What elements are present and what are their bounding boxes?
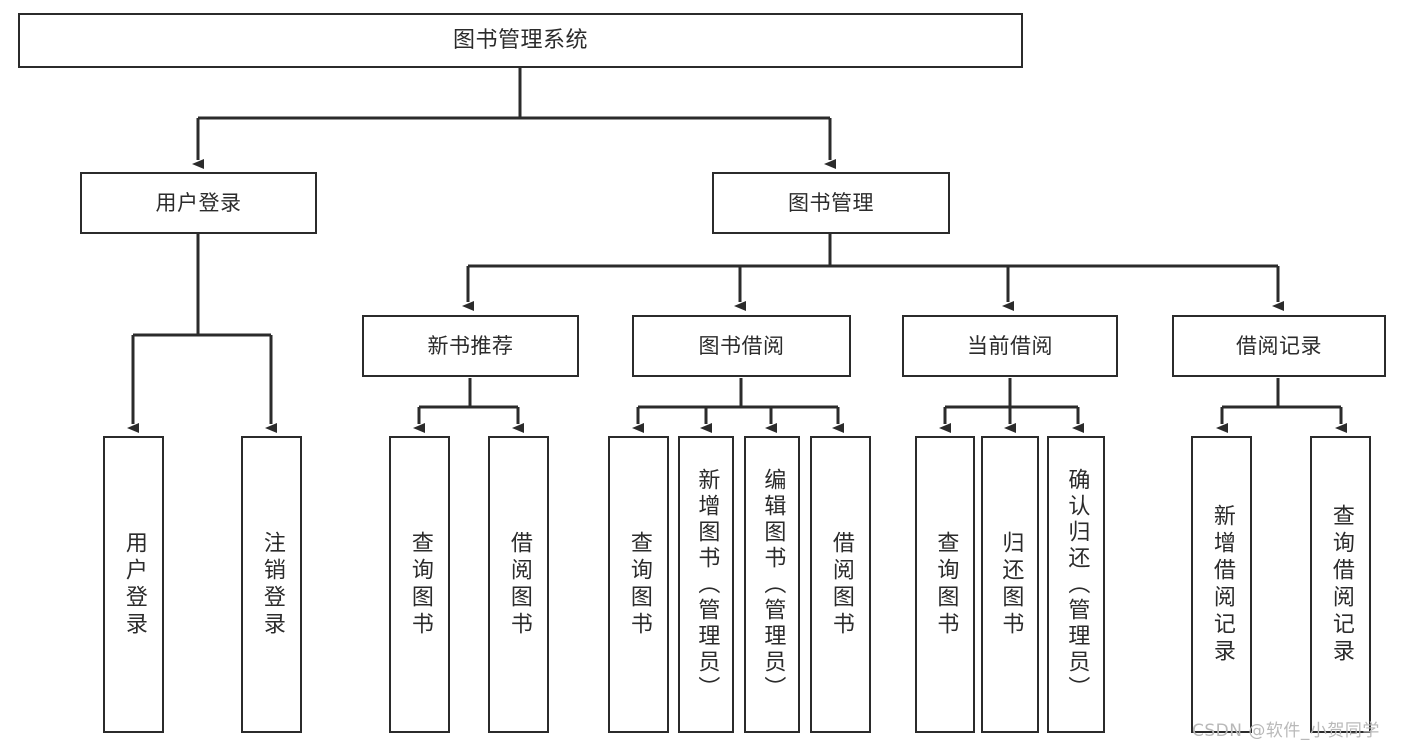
node-label: 当前借阅 — [967, 333, 1053, 358]
node-label: 新书推荐 — [427, 333, 514, 358]
node-label: 图书借阅 — [698, 333, 785, 358]
node-label: 新增借阅记录 — [1209, 503, 1235, 666]
node-label: 查询借阅记录 — [1328, 503, 1354, 666]
node-leaf-edit-book-admin[interactable]: 编辑图书（管理员） — [744, 436, 800, 733]
node-label: 新增图书（管理员） — [694, 467, 720, 702]
node-label: 确认归还（管理员） — [1064, 467, 1090, 702]
node-label: 查询图书 — [626, 530, 652, 639]
node-leaf-confirm-return-admin[interactable]: 确认归还（管理员） — [1047, 436, 1105, 733]
node-leaf-return-books[interactable]: 归还图书 — [981, 436, 1039, 733]
node-label: 借阅记录 — [1236, 333, 1322, 358]
node-book-borrow[interactable]: 图书借阅 — [632, 315, 851, 377]
node-label: 查询图书 — [407, 530, 433, 639]
node-book-management[interactable]: 图书管理 — [712, 172, 950, 234]
csdn-watermark: CSDN @软件_小贺同学 — [1192, 721, 1380, 741]
node-label: 图书管理 — [788, 190, 874, 215]
node-label: 借阅图书 — [506, 530, 532, 639]
node-current-borrow[interactable]: 当前借阅 — [902, 315, 1118, 377]
node-root-system[interactable]: 图书管理系统 — [18, 13, 1023, 68]
node-leaf-add-borrow-record[interactable]: 新增借阅记录 — [1191, 436, 1252, 733]
node-label: 编辑图书（管理员） — [760, 467, 786, 702]
node-label: 注销登录 — [259, 530, 285, 639]
node-label: 图书管理系统 — [452, 27, 588, 53]
node-label: 用户登录 — [121, 530, 147, 639]
node-label: 查询图书 — [933, 530, 959, 639]
node-leaf-borrow-books-recommend[interactable]: 借阅图书 — [488, 436, 549, 733]
node-label: 归还图书 — [998, 530, 1024, 639]
node-leaf-borrow-books[interactable]: 借阅图书 — [810, 436, 871, 733]
node-leaf-query-books-recommend[interactable]: 查询图书 — [389, 436, 450, 733]
node-leaf-query-borrow-record[interactable]: 查询借阅记录 — [1310, 436, 1371, 733]
node-leaf-user-login[interactable]: 用户登录 — [103, 436, 164, 733]
node-user-login[interactable]: 用户登录 — [80, 172, 317, 234]
node-leaf-logout[interactable]: 注销登录 — [241, 436, 302, 733]
node-leaf-query-books-borrow[interactable]: 查询图书 — [608, 436, 669, 733]
node-label: 用户登录 — [155, 190, 242, 215]
node-leaf-add-book-admin[interactable]: 新增图书（管理员） — [678, 436, 734, 733]
node-new-book-recommend[interactable]: 新书推荐 — [362, 315, 579, 377]
node-leaf-query-books-current[interactable]: 查询图书 — [915, 436, 975, 733]
node-borrow-records[interactable]: 借阅记录 — [1172, 315, 1386, 377]
node-label: 借阅图书 — [828, 530, 854, 639]
